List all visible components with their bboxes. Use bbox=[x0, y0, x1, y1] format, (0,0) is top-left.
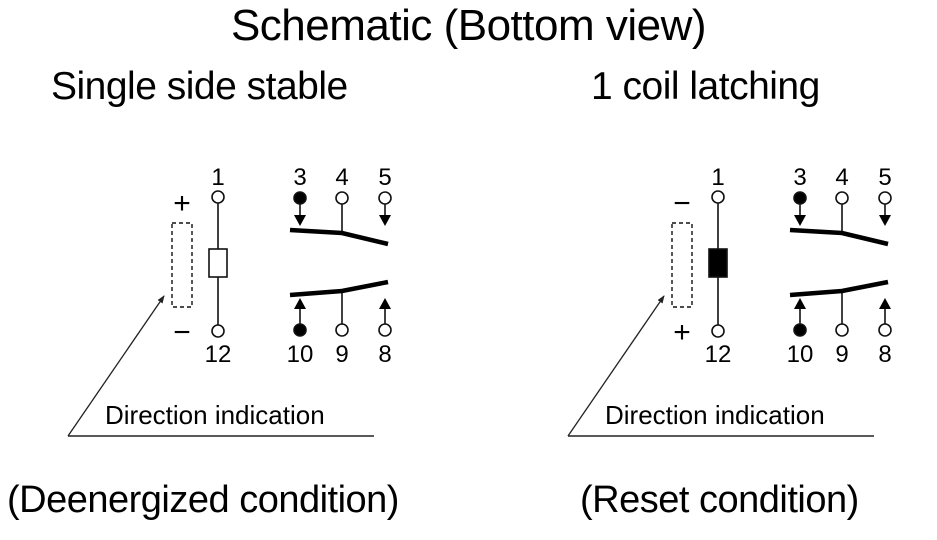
armature-lower bbox=[789, 279, 889, 298]
terminal-5 bbox=[878, 191, 892, 205]
terminal-label: 12 bbox=[205, 341, 232, 368]
direction-indication-label: Direction indication bbox=[605, 400, 825, 430]
leader-arrow bbox=[567, 295, 665, 437]
terminal-12 bbox=[711, 324, 725, 338]
polarity-bottom: + bbox=[673, 316, 691, 349]
terminal-8 bbox=[878, 323, 892, 337]
coil-symbol bbox=[208, 248, 228, 278]
contact-arrow-down-icon bbox=[379, 215, 391, 226]
caption-deenergized-condition: (Deenergized condition) bbox=[7, 479, 399, 521]
caption-reset-condition: (Reset condition) bbox=[580, 479, 859, 521]
terminal-10 bbox=[793, 323, 807, 337]
terminal-4 bbox=[835, 191, 849, 205]
polarity-bottom: − bbox=[173, 316, 191, 349]
contact-arrow-down-icon bbox=[294, 215, 306, 226]
coil-symbol bbox=[708, 248, 728, 278]
direction-indication-label: Direction indication bbox=[105, 400, 325, 430]
polarity-top: + bbox=[173, 187, 191, 220]
terminal-label: 10 bbox=[287, 341, 314, 368]
terminal-label: 5 bbox=[378, 164, 391, 191]
leader-arrow bbox=[67, 295, 165, 437]
terminal-label: 8 bbox=[878, 341, 891, 368]
terminal-label: 9 bbox=[835, 341, 848, 368]
subtitle-single-side-stable: Single side stable bbox=[51, 65, 348, 108]
terminal-label: 3 bbox=[793, 164, 806, 191]
contact-arrow-up-icon bbox=[294, 298, 306, 309]
terminal-label: 10 bbox=[787, 341, 814, 368]
schematic-single-side-stable: 1 12 + − Direction indication 3 4 5 10 9 8 bbox=[67, 164, 392, 437]
terminal-3 bbox=[793, 191, 807, 205]
contact-arrow-up-icon bbox=[879, 298, 891, 309]
terminal-label: 4 bbox=[335, 164, 348, 191]
contact-arrow-down-icon bbox=[879, 215, 891, 226]
terminal-label: 9 bbox=[335, 341, 348, 368]
contact-arrow-up-icon bbox=[794, 298, 806, 309]
terminal-9 bbox=[335, 323, 349, 337]
terminal-9 bbox=[835, 323, 849, 337]
contact-arrow-down-icon bbox=[794, 215, 806, 226]
terminal-label: 1 bbox=[711, 164, 724, 191]
terminal-12 bbox=[211, 324, 225, 338]
terminal-label: 8 bbox=[378, 341, 391, 368]
direction-indicator-box bbox=[171, 222, 193, 308]
terminal-1 bbox=[211, 190, 225, 204]
armature-lower bbox=[289, 279, 389, 298]
polarity-top: − bbox=[673, 187, 691, 220]
armature-upper bbox=[289, 227, 389, 247]
terminal-4 bbox=[335, 191, 349, 205]
terminal-label: 1 bbox=[211, 164, 224, 191]
terminal-5 bbox=[378, 191, 392, 205]
direction-indicator-box bbox=[671, 222, 693, 308]
subtitle-1-coil-latching: 1 coil latching bbox=[591, 65, 820, 108]
terminal-label: 5 bbox=[878, 164, 891, 191]
terminal-label: 4 bbox=[835, 164, 848, 191]
terminal-8 bbox=[378, 323, 392, 337]
terminal-1 bbox=[711, 190, 725, 204]
terminal-3 bbox=[293, 191, 307, 205]
contact-arrow-up-icon bbox=[379, 298, 391, 309]
terminal-label: 12 bbox=[705, 341, 732, 368]
terminal-label: 3 bbox=[293, 164, 306, 191]
armature-upper bbox=[789, 227, 889, 247]
schematic-1-coil-latching: 1 12 − + Direction indication 3 4 5 10 9 8 bbox=[567, 164, 892, 437]
diagram-title: Schematic (Bottom view) bbox=[230, 1, 707, 50]
terminal-10 bbox=[293, 323, 307, 337]
